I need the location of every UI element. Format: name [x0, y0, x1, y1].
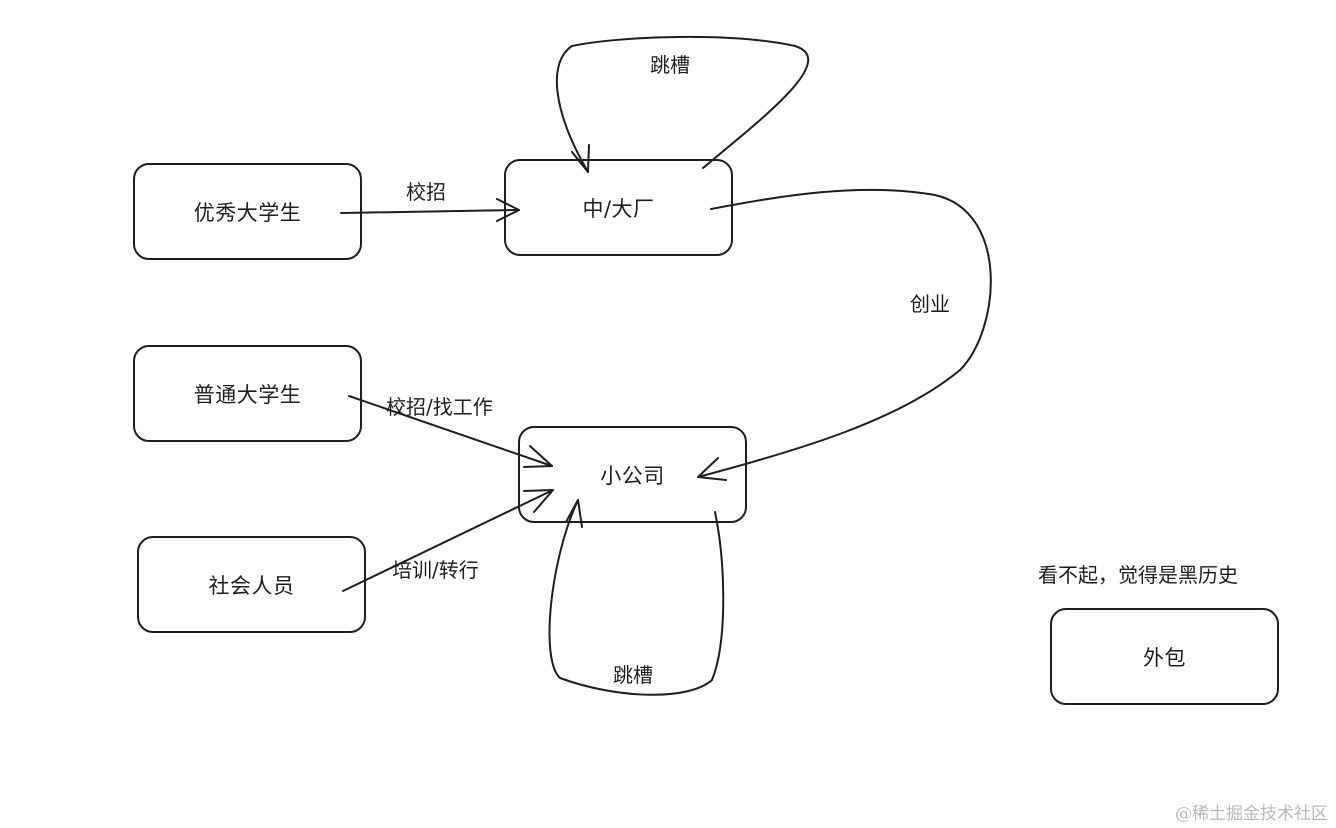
edge-startup-line	[697, 188, 992, 478]
edge-campus-recruit-line	[340, 209, 520, 214]
label-job-hop-top: 跳槽	[650, 53, 690, 77]
node-small-company: 小公司	[518, 426, 747, 523]
edge-startup-arrowhead	[697, 457, 727, 481]
node-normal-students: 普通大学生	[133, 345, 362, 442]
edge-job-hop-top-arrowhead	[571, 144, 590, 173]
edge-job-hop-bottom-line	[548, 499, 725, 696]
label-campus-recruit: 校招	[406, 180, 446, 204]
label-campus-or-job: 校招/找工作	[386, 395, 493, 419]
node-outsourcing: 外包	[1050, 608, 1279, 705]
watermark: @稀土掘金技术社区	[1175, 804, 1328, 824]
label-startup: 创业	[910, 292, 950, 316]
node-big-company: 中/大厂	[504, 159, 733, 256]
node-excellent-students: 优秀大学生	[133, 163, 362, 260]
edge-job-hop-bottom-arrowhead	[565, 499, 583, 528]
label-training-transfer: 培训/转行	[392, 558, 479, 582]
edge-training-transfer-arrowhead	[523, 489, 554, 513]
label-job-hop-bottom: 跳槽	[613, 663, 653, 687]
note-outsourcing: 看不起，觉得是黑历史	[1038, 563, 1238, 587]
node-society-people: 社会人员	[137, 536, 366, 633]
edge-campus-or-job-arrowhead	[523, 445, 553, 468]
edge-job-hop-top-line	[555, 35, 810, 173]
